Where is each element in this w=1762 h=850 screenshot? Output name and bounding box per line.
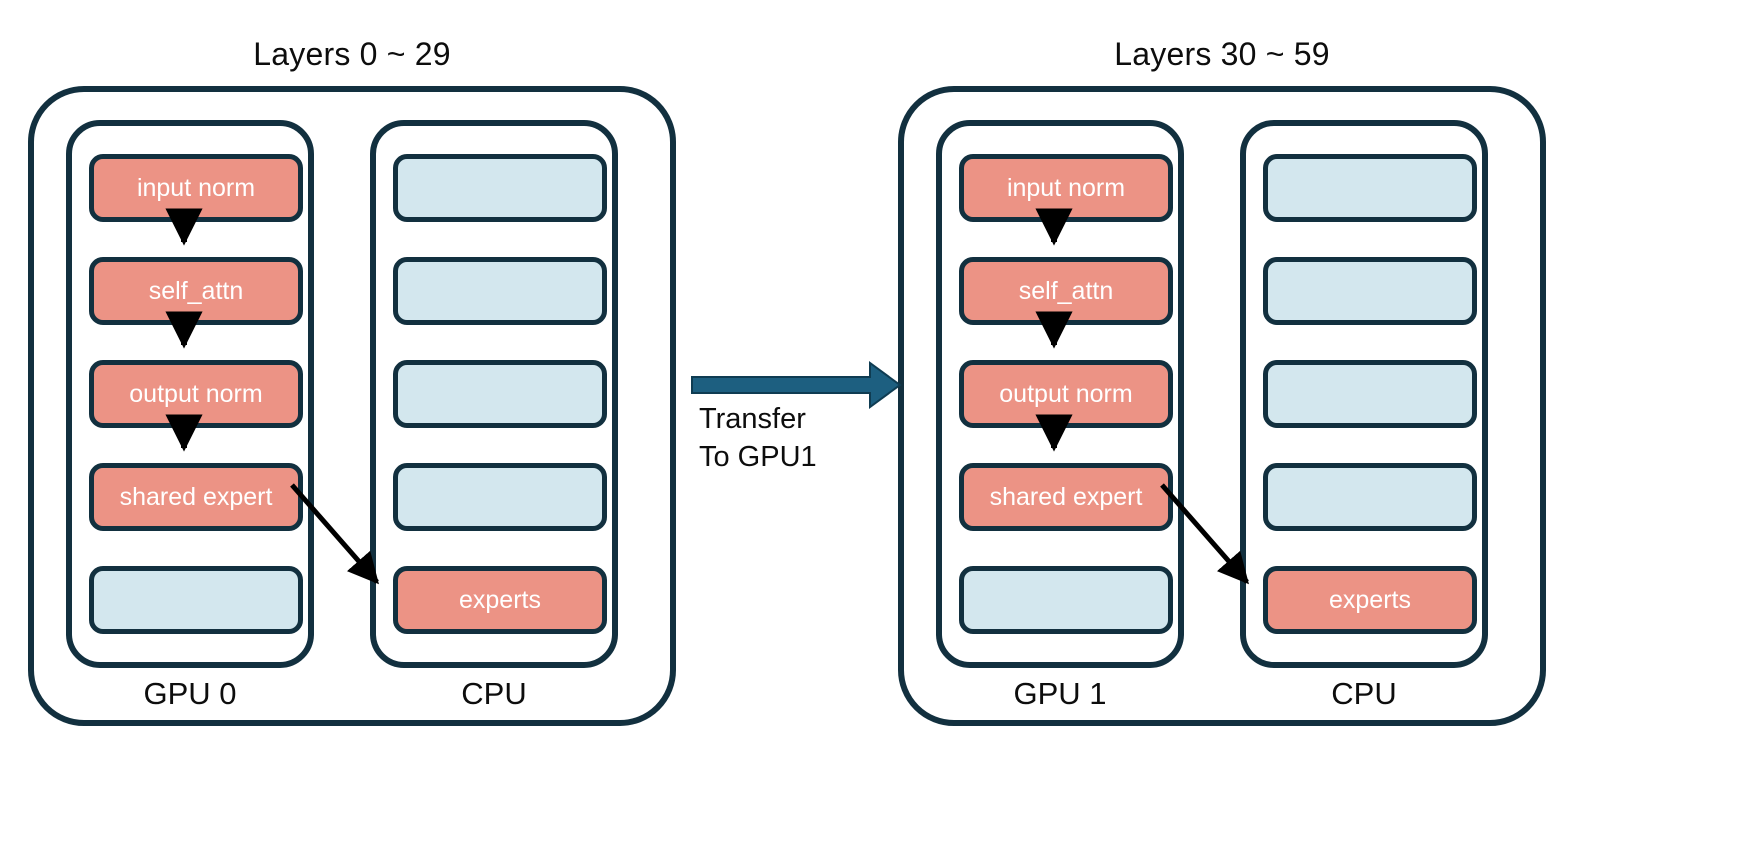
transfer-label: Transfer To GPU1 [699,400,817,477]
cpu-unit-empty-slot-left [393,154,607,222]
gpu-unit-empty-slot-left [89,566,303,634]
cpu-unit-empty-slot-left [393,257,607,325]
cpu-unit-empty-slot-right [1263,154,1477,222]
gpu-unit-input-norm-right: input norm [959,154,1173,222]
unit-label: input norm [1006,173,1126,202]
cpu-label-right: CPU [1331,676,1397,711]
cpu-unit-empty-slot-right [1263,360,1477,428]
gpu-label-left: GPU 0 [143,676,237,711]
cpu-column-left: experts [370,120,618,668]
unit-label: output norm [129,379,263,408]
panel-title-left: Layers 0 ~ 29 [253,36,451,72]
cpu-unit-empty-slot-left [393,360,607,428]
cpu-unit-empty-slot-right [1263,257,1477,325]
unit-label: self_attn [148,276,244,305]
transfer-label-line1: Transfer [699,403,806,435]
transfer-label-line2: To GPU1 [699,441,817,474]
cpu-label-left: CPU [461,676,527,711]
unit-label: shared expert [989,482,1143,511]
gpu-unit-empty-slot-right [959,566,1173,634]
cpu-unit-experts-right: experts [1263,566,1477,634]
gpu-unit-self-attn-right: self_attn [959,257,1173,325]
gpu-unit-output-norm-right: output norm [959,360,1173,428]
unit-label: output norm [999,379,1133,408]
unit-label: input norm [136,173,256,202]
gpu-unit-output-norm-left: output norm [89,360,303,428]
cpu-unit-experts-left: experts [393,566,607,634]
unit-label: experts [1329,585,1411,614]
gpu-unit-shared-expert-left: shared expert [89,463,303,531]
gpu-unit-input-norm-left: input norm [89,154,303,222]
gpu-unit-self-attn-left: self_attn [89,257,303,325]
cpu-unit-empty-slot-left [393,463,607,531]
cpu-unit-empty-slot-right [1263,463,1477,531]
gpu-label-right: GPU 1 [1013,676,1107,711]
unit-label: shared expert [119,482,273,511]
cpu-column-right: experts [1240,120,1488,668]
unit-label: experts [459,585,541,614]
panel-title-right: Layers 30 ~ 59 [1114,36,1330,72]
unit-label: self_attn [1018,276,1114,305]
gpu-unit-shared-expert-right: shared expert [959,463,1173,531]
